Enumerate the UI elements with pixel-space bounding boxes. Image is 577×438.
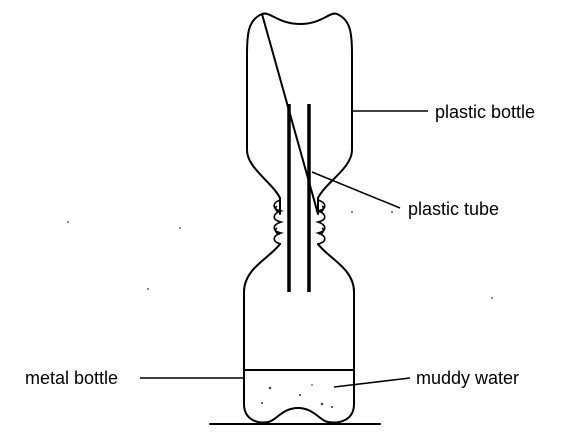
label-muddy-water: muddy water: [416, 368, 519, 388]
plastic-bottle-shape: [246, 12, 353, 215]
label-plastic-tube: plastic tube: [408, 199, 499, 219]
label-plastic-bottle: plastic bottle: [435, 102, 535, 122]
leader-plastic-tube: [311, 171, 401, 209]
leader-muddy-water: [333, 377, 411, 388]
plastic-tube-shape: [287, 104, 311, 292]
mud-specks: [261, 384, 333, 408]
metal-bottle-shape: [243, 243, 355, 424]
tape-joint: [273, 199, 326, 245]
label-metal-bottle: metal bottle: [25, 368, 118, 388]
background-specks: [67, 211, 493, 299]
